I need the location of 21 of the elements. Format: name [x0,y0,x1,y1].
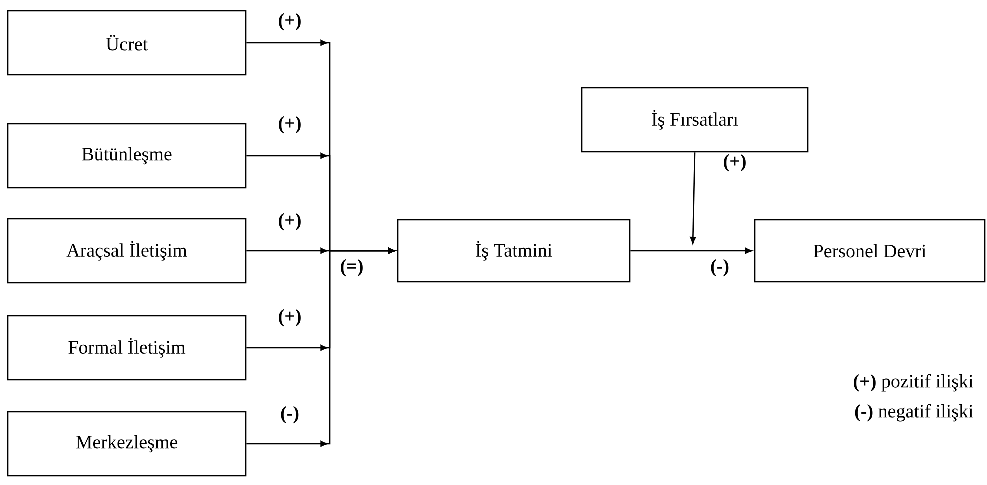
process-box: Bütünleşme [7,123,247,189]
process-box: İş Tatmini [397,219,631,283]
edge-label: (+) [279,309,301,327]
legend-text: (-) negatif ilişki [855,404,974,422]
legend-text: (+) pozitif ilişki [854,374,974,392]
edge-label: (+) [279,213,301,231]
edge-label: (-) [711,259,729,277]
process-box: Araçsal İletişim [7,218,247,284]
edge-label: (+) [279,13,301,31]
arrow [246,248,396,447]
process-box: Ücret [7,10,247,76]
process-box: İş Fırsatları [581,87,809,153]
process-box: Formal İletişim [7,315,247,381]
sign-label: (=) [341,259,363,277]
arrow [690,152,696,244]
edge-label: (+) [279,116,301,134]
process-box: Personel Devri [754,219,986,283]
arrow [630,248,752,254]
edge-label: (+) [724,154,746,172]
process-box: Merkezleşme [7,411,247,477]
edge-label: (-) [281,406,299,424]
